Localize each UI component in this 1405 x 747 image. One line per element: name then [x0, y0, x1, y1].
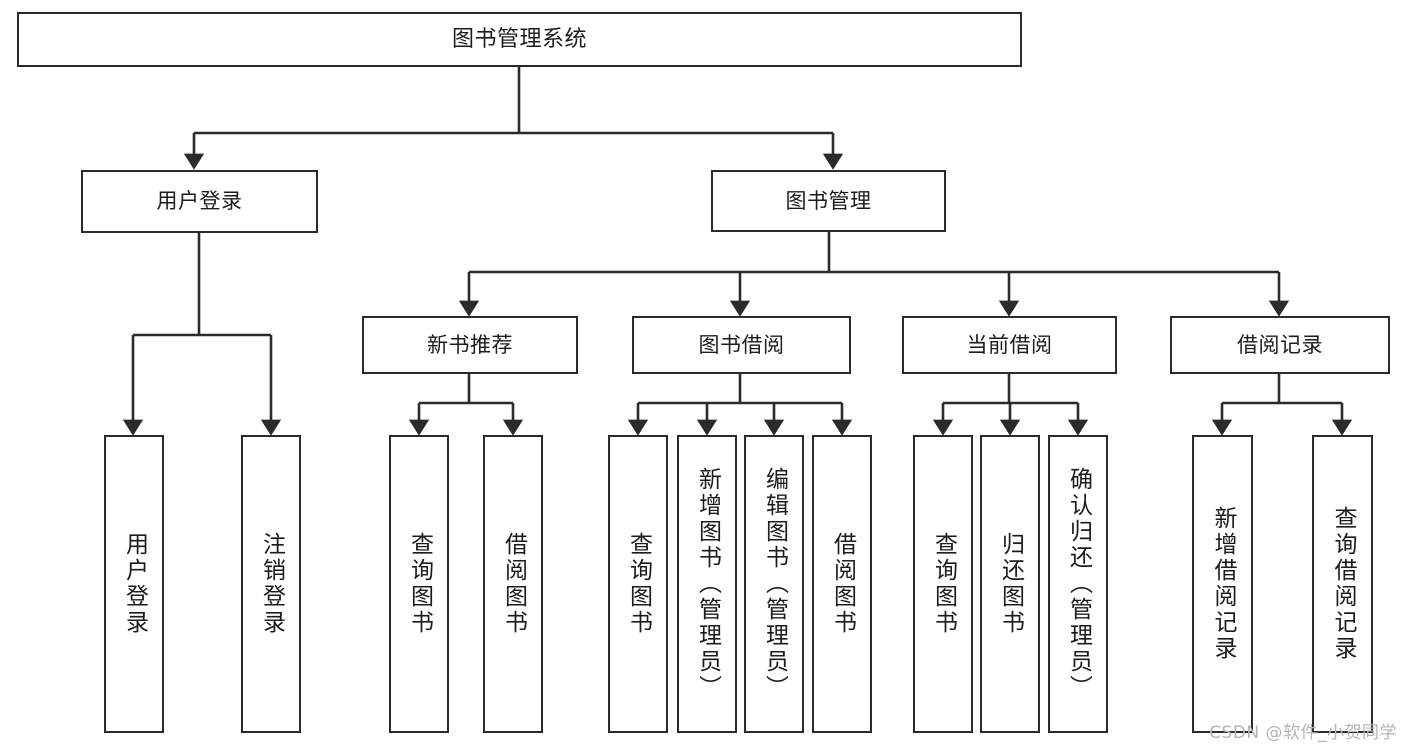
node-leaf-user-login[interactable]: 用户登录	[104, 435, 164, 733]
node-label: 当前借阅	[966, 332, 1053, 357]
node-leaf-newbook-query-book[interactable]: 查询图书	[389, 435, 449, 733]
node-leaf-bookborrow-borrow-book[interactable]: 借阅图书	[812, 435, 872, 733]
node-leaf-borrowrecord-add-record[interactable]: 新增借阅记录	[1192, 435, 1253, 733]
node-leaf-borrowrecord-query-record[interactable]: 查询借阅记录	[1312, 435, 1373, 733]
node-leaf-currentborrow-return-book[interactable]: 归还图书	[980, 435, 1040, 733]
node-user-login[interactable]: 用户登录	[81, 170, 318, 233]
node-label: 新书推荐	[427, 332, 513, 357]
watermark-csdn: CSDN @软件_小贺同学	[1209, 723, 1397, 743]
node-label: 查询图书	[406, 532, 433, 636]
node-label: 新增借阅记录	[1210, 506, 1236, 662]
node-label: 用户登录	[156, 189, 243, 214]
node-label: 借阅记录	[1237, 332, 1323, 357]
node-current-borrow[interactable]: 当前借阅	[902, 316, 1117, 374]
node-borrow-record[interactable]: 借阅记录	[1170, 316, 1390, 374]
node-label: 图书管理	[785, 188, 872, 213]
node-book-management[interactable]: 图书管理	[711, 170, 946, 232]
node-label: 归还图书	[997, 532, 1024, 636]
node-label: 用户登录	[121, 532, 148, 636]
node-label: 图书借阅	[698, 332, 785, 357]
node-label: 查询图书	[625, 532, 652, 636]
node-label: 借阅图书	[829, 532, 856, 636]
node-label: 图书管理系统	[451, 26, 587, 52]
node-label: 查询借阅记录	[1330, 506, 1356, 662]
node-label: 新增图书（管理员）	[694, 467, 721, 701]
node-new-book-recommend[interactable]: 新书推荐	[362, 316, 578, 374]
node-label: 借阅图书	[500, 532, 527, 636]
node-label: 注销登录	[258, 532, 285, 636]
node-leaf-currentborrow-confirm-return-admin[interactable]: 确认归还（管理员）	[1048, 435, 1108, 733]
node-leaf-logout[interactable]: 注销登录	[241, 435, 301, 733]
node-leaf-bookborrow-edit-book-admin[interactable]: 编辑图书（管理员）	[744, 435, 804, 733]
node-label: 确认归还（管理员）	[1065, 467, 1092, 701]
node-leaf-currentborrow-query-book[interactable]: 查询图书	[913, 435, 973, 733]
node-leaf-bookborrow-add-book-admin[interactable]: 新增图书（管理员）	[677, 435, 737, 733]
node-leaf-newbook-borrow-book[interactable]: 借阅图书	[483, 435, 543, 733]
node-book-borrow[interactable]: 图书借阅	[632, 316, 851, 374]
node-root-book-management-system[interactable]: 图书管理系统	[17, 12, 1022, 67]
node-leaf-bookborrow-query-book[interactable]: 查询图书	[608, 435, 668, 733]
node-label: 编辑图书（管理员）	[761, 467, 788, 701]
node-label: 查询图书	[930, 532, 957, 636]
